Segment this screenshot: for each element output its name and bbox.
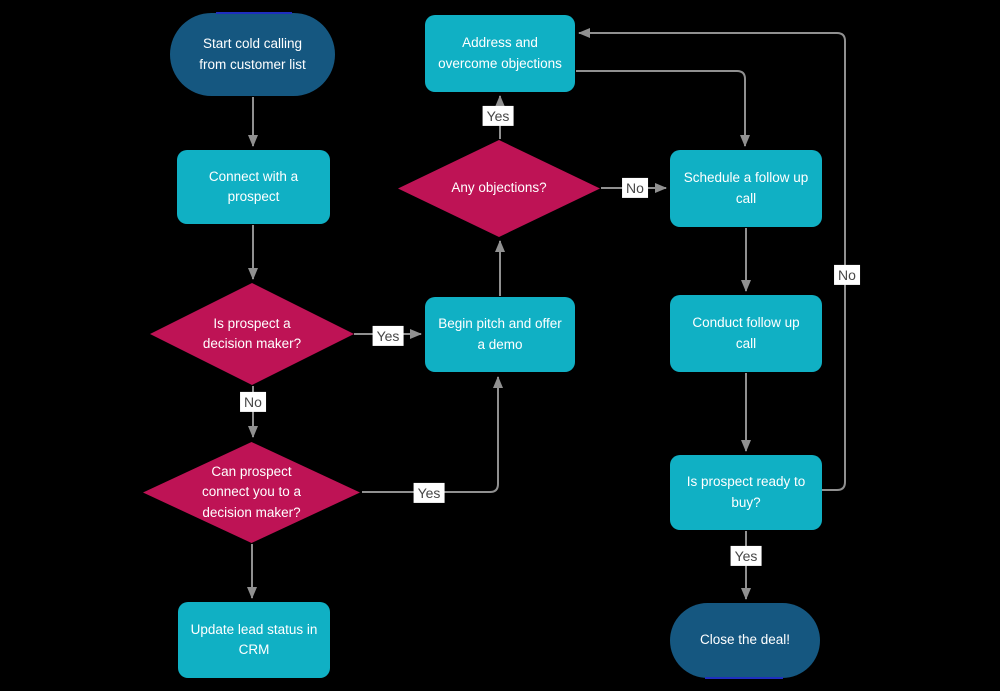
node-conduct-call-label: Conduct follow up call bbox=[692, 315, 800, 351]
node-update-crm[interactable]: Update lead status in CRM bbox=[178, 602, 330, 678]
node-conduct-call[interactable]: Conduct follow up call bbox=[670, 295, 822, 372]
node-connect-prospect[interactable]: Connect with a prospect bbox=[177, 150, 330, 224]
edge-label-decision-maker-no: No bbox=[240, 391, 266, 413]
node-start[interactable]: Start cold calling from customer list bbox=[170, 12, 335, 96]
node-update-crm-label: Update lead status in CRM bbox=[190, 621, 318, 657]
edge-address-to-schedule bbox=[576, 70, 750, 147]
edge-label-decision-maker-yes: Yes bbox=[372, 325, 404, 347]
node-schedule-call-label: Schedule a follow up call bbox=[683, 170, 809, 206]
edge-label-ready-no: No bbox=[834, 264, 860, 286]
edge-label-ready-yes: Yes bbox=[730, 545, 762, 567]
node-begin-pitch[interactable]: Begin pitch and offer a demo bbox=[425, 297, 575, 372]
node-close-deal-label: Close the deal! bbox=[699, 632, 791, 648]
node-connect-prospect-label: Connect with a prospect bbox=[208, 168, 299, 204]
node-close-deal[interactable]: Close the deal! bbox=[670, 603, 820, 679]
node-begin-pitch-label: Begin pitch and offer a demo bbox=[438, 316, 562, 352]
edge-ready-no-to-address bbox=[578, 28, 846, 491]
node-ready-to-buy-label: Is prospect ready to buy? bbox=[686, 474, 806, 510]
node-address-objections-label: Address and overcome objections bbox=[438, 35, 562, 71]
node-any-objections-label: Any objections? bbox=[451, 180, 547, 196]
node-is-decision-maker-label: Is prospect a decision maker? bbox=[202, 315, 302, 351]
edge-label-any-objections-yes: Yes bbox=[482, 105, 514, 127]
node-ready-to-buy[interactable]: Is prospect ready to buy? bbox=[670, 455, 822, 530]
node-schedule-call[interactable]: Schedule a follow up call bbox=[670, 150, 822, 227]
node-can-connect-label: Can prospect connect you to a decision m… bbox=[201, 464, 302, 520]
edge-label-any-objections-no: No bbox=[622, 177, 648, 199]
edge-can-connect-yes-to-begin-pitch bbox=[362, 376, 503, 493]
node-start-label: Start cold calling from customer list bbox=[199, 36, 306, 72]
edge-label-can-connect-yes: Yes bbox=[413, 482, 445, 504]
node-address-objections[interactable]: Address and overcome objections bbox=[425, 15, 575, 92]
